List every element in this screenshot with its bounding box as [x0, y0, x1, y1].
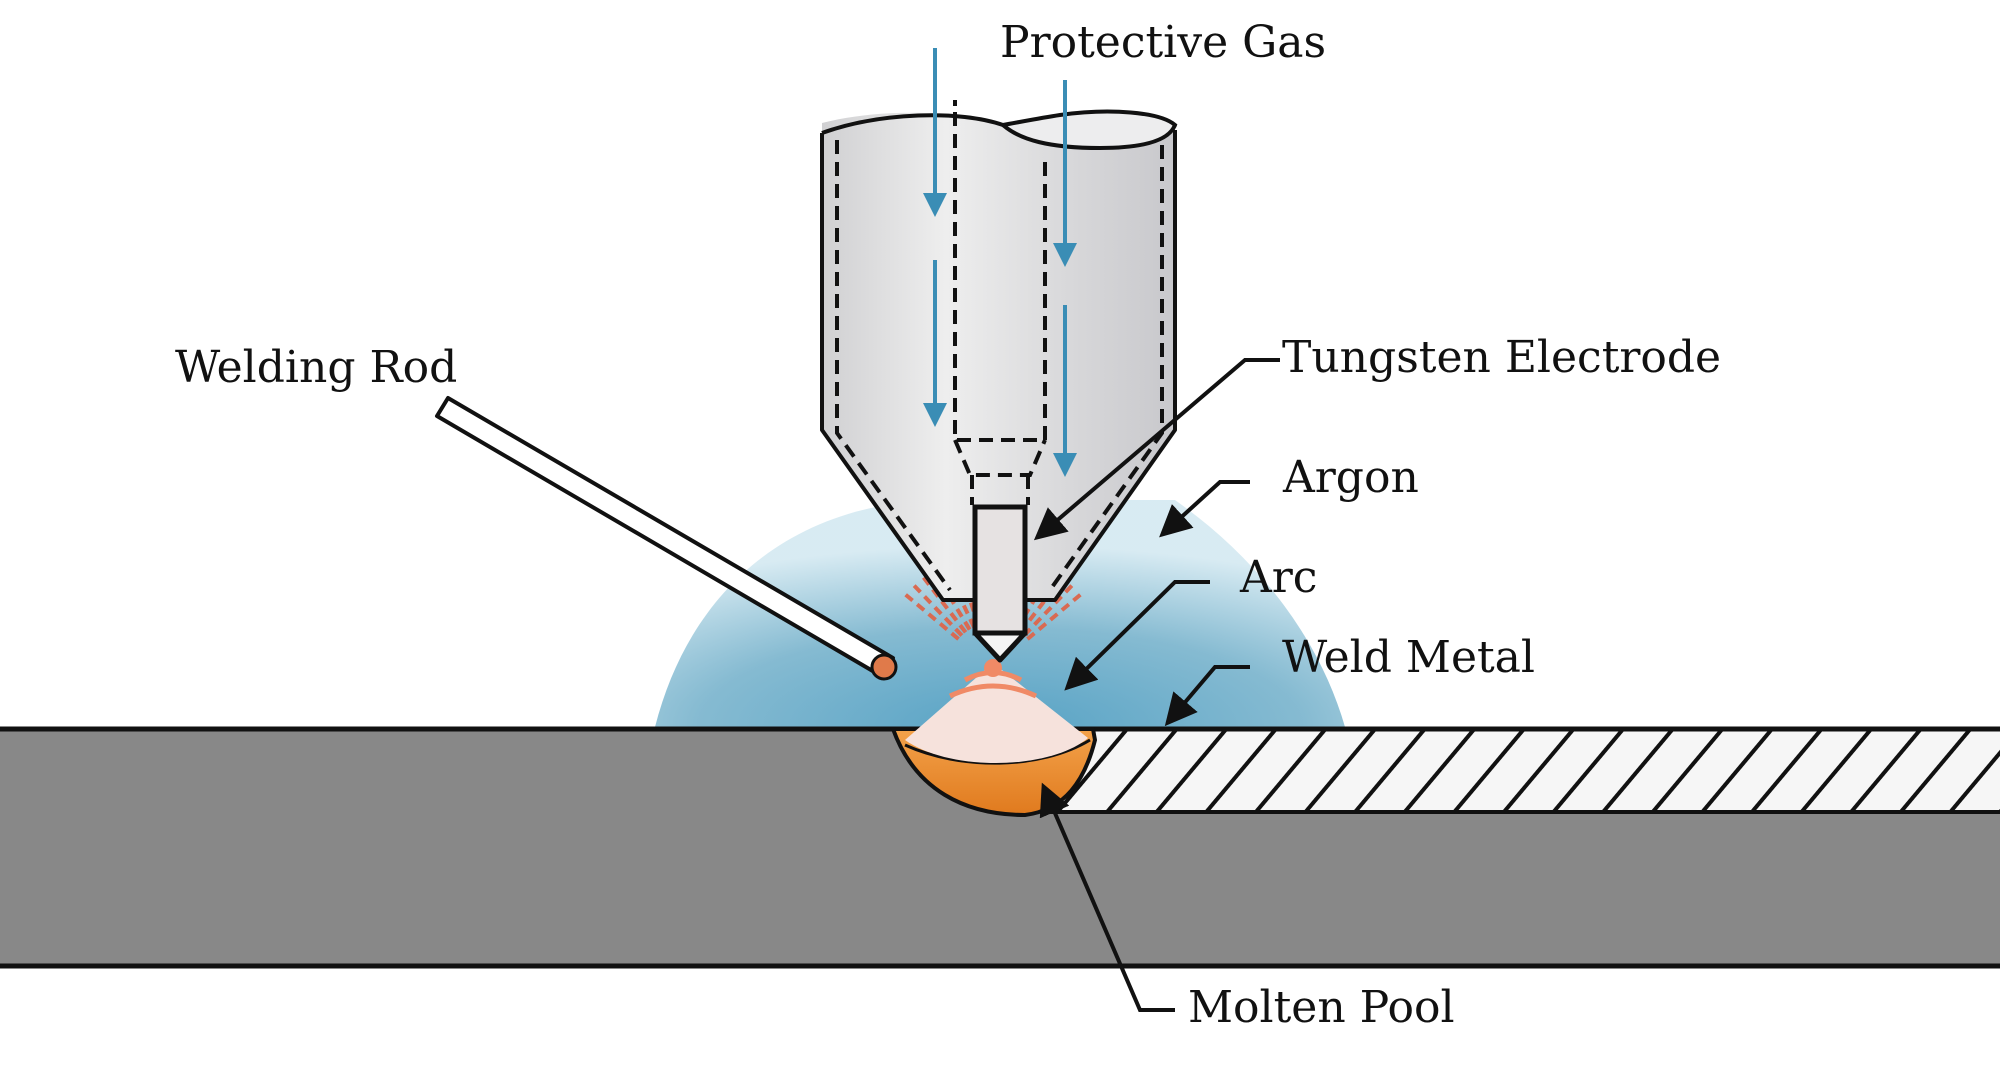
- leader-tungsten-electrode: [1033, 358, 1280, 541]
- arc-ray: [919, 573, 968, 634]
- label-protective-gas: Protective Gas: [1000, 17, 1326, 68]
- tungsten-electrode: [972, 504, 1028, 663]
- welding-rod-tip: [870, 653, 898, 681]
- leader-argon: [1159, 480, 1250, 538]
- arc-ray: [1022, 581, 1077, 637]
- label-tungsten-electrode: Tungsten Electrode: [1282, 332, 1721, 383]
- leader-weld-metal: [1164, 665, 1250, 727]
- arc-ray: [909, 581, 964, 637]
- label-weld-metal: Weld Metal: [1282, 632, 1535, 683]
- torch-nozzle: [820, 109, 1178, 602]
- leader-arc: [1064, 580, 1210, 691]
- weld-metal-strip: [1040, 729, 2000, 812]
- gas-flow-arrows: [923, 48, 1077, 477]
- label-welding-rod: Welding Rod: [175, 342, 457, 393]
- label-argon: Argon: [1282, 452, 1419, 503]
- leader-molten-pool: [1039, 782, 1175, 1012]
- arc-ray: [901, 590, 960, 641]
- arc-base-curve: [904, 738, 1091, 765]
- label-arc: Arc: [1239, 552, 1317, 603]
- welding-rod: [435, 396, 898, 681]
- arc-ray: [1026, 590, 1085, 641]
- label-molten-pool: Molten Pool: [1188, 982, 1455, 1033]
